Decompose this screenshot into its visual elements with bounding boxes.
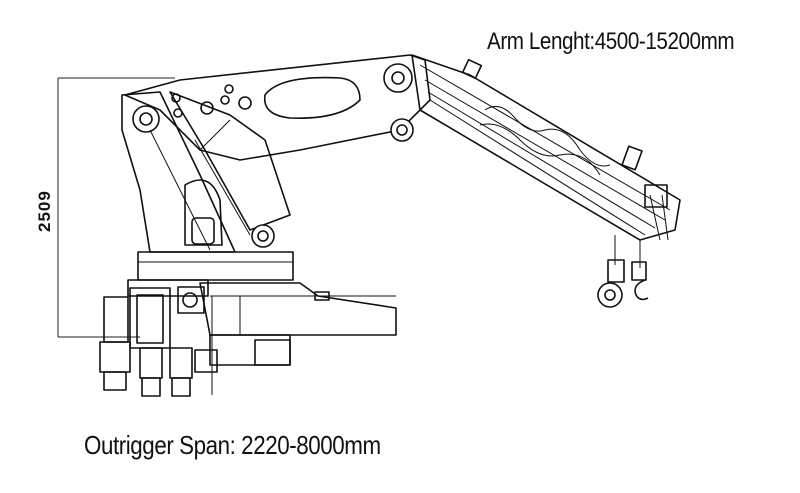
- hook-icon: [597, 235, 649, 308]
- outrigger-span-label: Outrigger Span: 2220-8000mm: [84, 430, 381, 460]
- telescopic-arm: [411, 54, 681, 241]
- crane-column: [121, 91, 291, 253]
- height-dimension-label: 2509: [35, 190, 54, 232]
- height-dimension: [57, 77, 175, 338]
- arm-length-label: Arm Lenght:4500-15200mm: [487, 28, 735, 55]
- crane-base: [99, 251, 397, 397]
- main-boom: [124, 54, 431, 161]
